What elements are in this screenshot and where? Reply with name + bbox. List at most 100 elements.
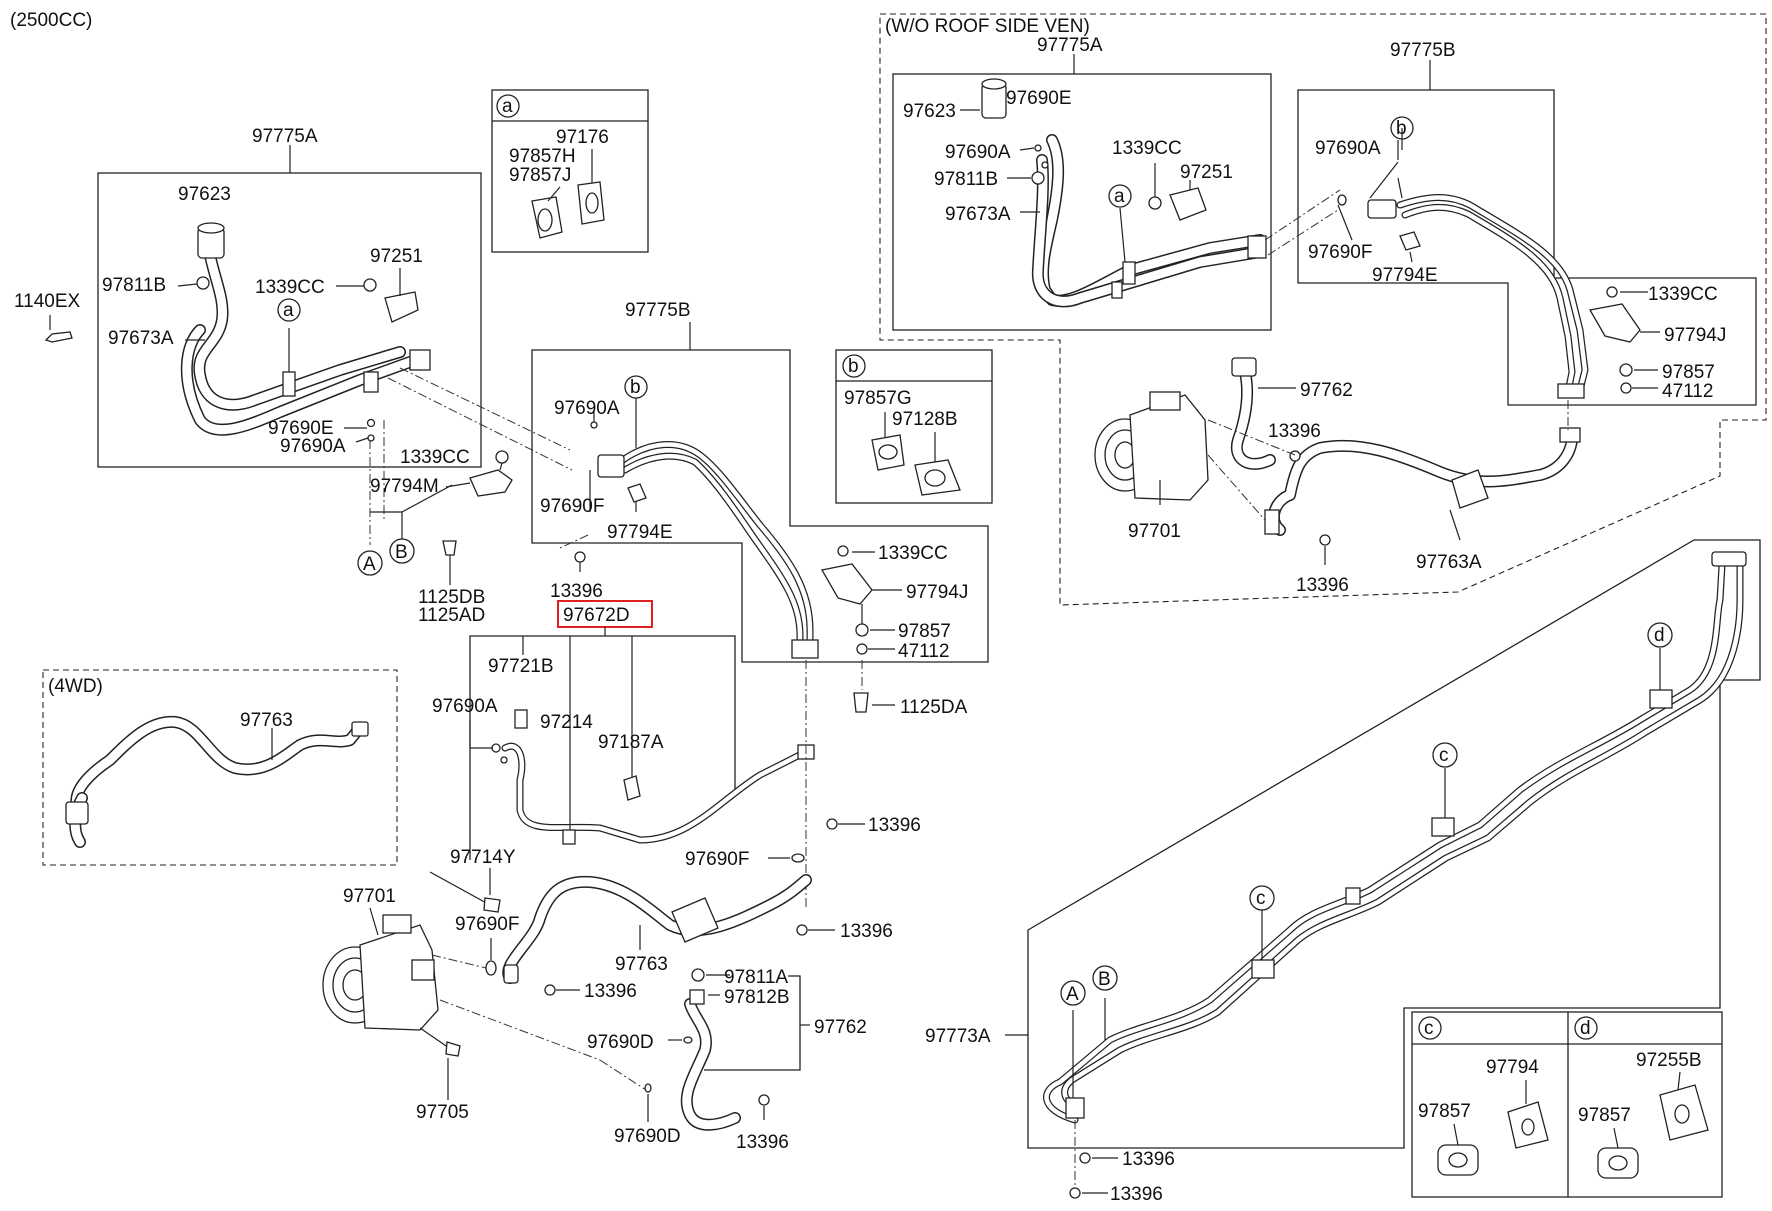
part-label[interactable]: 97690A	[1315, 138, 1381, 159]
fitting-97762-w[interactable]	[1231, 357, 1257, 377]
part-label[interactable]: 97775B	[625, 300, 691, 321]
nut-13396-f[interactable]	[544, 984, 556, 996]
part-label[interactable]: 97690A	[554, 398, 620, 419]
callout-b-wo[interactable]: b	[1390, 116, 1414, 140]
part-label[interactable]: 97811B	[934, 169, 998, 190]
part-label[interactable]: 97794E	[1372, 265, 1438, 286]
cap-97811b[interactable]	[196, 276, 210, 290]
callout-B-rear[interactable]: B	[1092, 965, 1118, 991]
part-label[interactable]: 97857	[1662, 362, 1715, 383]
bolt-1140ex[interactable]	[44, 331, 73, 343]
part-label[interactable]: 47112	[898, 641, 949, 662]
part-label[interactable]: 1140EX	[14, 291, 81, 312]
part-label[interactable]: 97812B	[724, 987, 790, 1008]
callout-c-inset[interactable]: c	[1418, 1016, 1442, 1040]
part-label[interactable]: 97857J	[509, 165, 571, 186]
part-label[interactable]: 97690F	[455, 914, 519, 935]
part-label[interactable]: 97794M	[370, 476, 439, 497]
clamp-97794e[interactable]	[627, 483, 647, 503]
bolt-1125da[interactable]	[853, 692, 869, 713]
part-label[interactable]: 97705	[416, 1102, 469, 1123]
compressor-97701-w[interactable]	[1129, 394, 1209, 501]
part-label-highlighted[interactable]: 97672D	[563, 605, 630, 626]
part-label[interactable]: 97690A	[280, 436, 346, 457]
part-label[interactable]: 97701	[343, 886, 396, 907]
fitting-97775b[interactable]	[597, 454, 625, 478]
part-label[interactable]: 97794J	[906, 582, 968, 603]
clamp-97214[interactable]	[562, 829, 576, 845]
part-label[interactable]: 97251	[1180, 162, 1233, 183]
part-label[interactable]: 97857G	[844, 388, 912, 409]
nut-13396-e[interactable]	[796, 924, 808, 936]
nut-13396-i[interactable]	[1069, 1187, 1081, 1199]
part-label[interactable]: 1339CC	[1648, 284, 1718, 305]
callout-B-main[interactable]: B	[389, 538, 415, 564]
part-label[interactable]: 1339CC	[1112, 138, 1182, 159]
part-label[interactable]: 97763	[240, 710, 293, 731]
oring-97690d-b[interactable]	[644, 1083, 652, 1093]
part-label[interactable]: 97857	[1578, 1105, 1631, 1126]
part-label[interactable]: 97255B	[1636, 1050, 1702, 1071]
part-label[interactable]: 97690A	[945, 142, 1011, 163]
bracket-97794m[interactable]	[469, 469, 513, 497]
nut-47112[interactable]	[856, 643, 868, 655]
part-label[interactable]: 97690F	[1308, 242, 1372, 263]
nut-1339cc-w2[interactable]	[1606, 286, 1618, 298]
part-label[interactable]: 97775A	[1037, 35, 1103, 56]
nut-13396-w[interactable]	[1289, 450, 1301, 462]
clamp-c-2[interactable]	[1431, 817, 1455, 837]
part-label[interactable]: 97690A	[432, 696, 498, 717]
part-label[interactable]: 13396	[840, 921, 893, 942]
callout-d-rear[interactable]: d	[1647, 622, 1673, 648]
part-label[interactable]: 97762	[1300, 380, 1353, 401]
cap-97811a[interactable]	[691, 968, 705, 982]
part-label[interactable]: 97811A	[724, 967, 788, 988]
part-label[interactable]: 97721B	[488, 656, 554, 677]
part-label[interactable]: 13396	[1268, 421, 1321, 442]
bolt-97705[interactable]	[445, 1041, 461, 1057]
part-label[interactable]: 97690F	[685, 849, 749, 870]
callout-c-1[interactable]: c	[1249, 885, 1275, 911]
nut-13396-h[interactable]	[1079, 1152, 1091, 1164]
part-label[interactable]: 1125DA	[900, 697, 968, 718]
clamp-c-1[interactable]	[1251, 959, 1275, 979]
part-label[interactable]: 97762	[814, 1017, 867, 1038]
compressor-97701-main[interactable]	[322, 914, 439, 1031]
clamp-97187a[interactable]	[623, 775, 641, 801]
part-label[interactable]: 1339CC	[878, 543, 948, 564]
muffler-97763a-w[interactable]	[1451, 469, 1489, 509]
oring-97690f-e[interactable]	[485, 960, 497, 976]
part-label[interactable]: 47112	[1662, 381, 1713, 402]
nut-1339cc-b[interactable]	[495, 450, 509, 464]
part-label[interactable]: 1125DB	[418, 587, 485, 608]
part-label[interactable]: 97690D	[587, 1032, 654, 1053]
part-label[interactable]: 97690F	[540, 496, 604, 517]
part-label[interactable]: 97811B	[102, 275, 166, 296]
part-label[interactable]: 97857	[898, 621, 951, 642]
part-label[interactable]: 13396	[736, 1132, 789, 1153]
nut-13396-b[interactable]	[574, 551, 586, 563]
cap-97811b-w[interactable]	[1031, 171, 1045, 185]
part-label[interactable]: 97775B	[1390, 40, 1456, 61]
part-label[interactable]: 13396	[1296, 575, 1349, 596]
callout-d-inset[interactable]: d	[1574, 1016, 1598, 1040]
part-label[interactable]: 97690D	[614, 1126, 681, 1147]
part-label[interactable]: 97623	[178, 184, 231, 205]
part-label[interactable]: 13396	[1110, 1184, 1163, 1205]
callout-A-main[interactable]: A	[357, 550, 383, 576]
part-label[interactable]: 97794	[1486, 1057, 1539, 1078]
bolt-1125db[interactable]	[442, 540, 457, 556]
part-label[interactable]: 13396	[584, 981, 637, 1002]
part-label[interactable]: 97794J	[1664, 325, 1726, 346]
nut-1339cc-c[interactable]	[837, 545, 849, 557]
clamp-d[interactable]	[1649, 689, 1673, 709]
part-label[interactable]: 97775A	[252, 126, 318, 147]
callout-b-main[interactable]: b	[624, 375, 648, 399]
muffler-97763[interactable]	[671, 897, 719, 943]
part-label[interactable]: 97714Y	[450, 847, 516, 868]
bracket-97251-w[interactable]	[1169, 187, 1207, 221]
oring-97690f-d[interactable]	[791, 853, 805, 863]
part-label[interactable]: 97701	[1128, 521, 1181, 542]
part-label[interactable]: 13396	[1122, 1149, 1175, 1170]
fitting-97763-4wd[interactable]	[65, 801, 89, 825]
